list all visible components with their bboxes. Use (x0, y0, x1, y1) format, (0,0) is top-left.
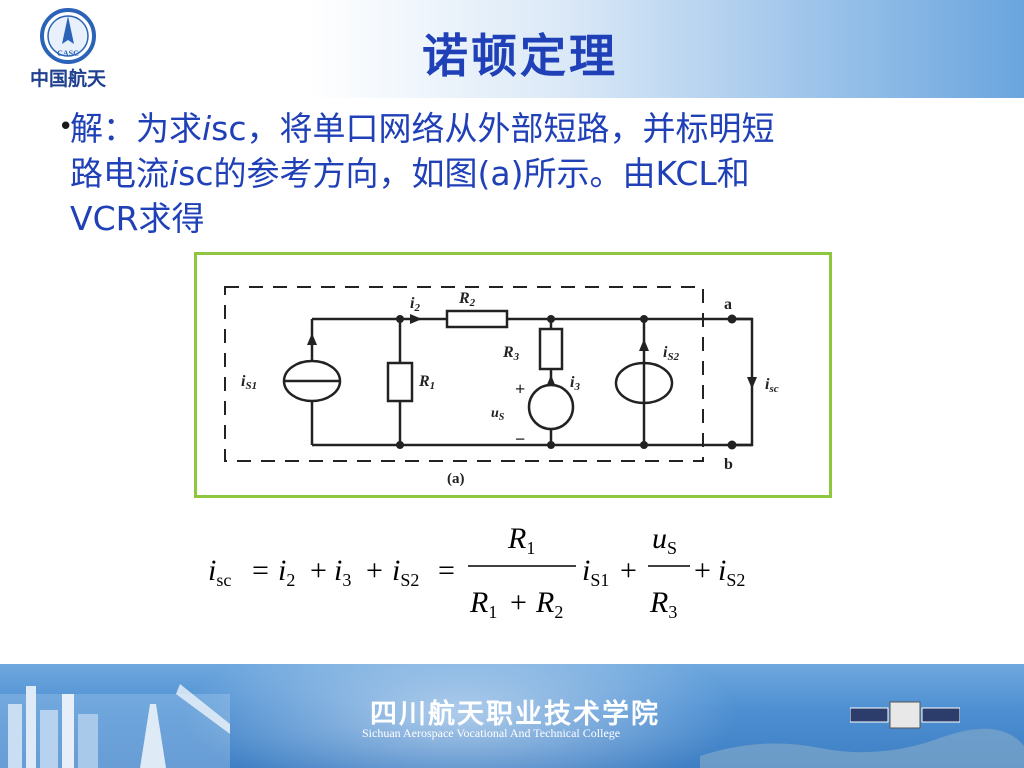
svg-text:=: = (438, 554, 455, 587)
body-line-2-italic: i (169, 154, 179, 193)
body-line-2-b: sc的参考方向，如图(a)所示。由KCL和 (178, 154, 750, 193)
network-boundary (224, 286, 704, 462)
svg-text:iS2: iS2 (663, 344, 680, 363)
svg-text:+: + (366, 554, 383, 587)
svg-text:uS: uS (491, 406, 505, 423)
svg-text:=: = (252, 554, 269, 587)
school-name-cn: 四川航天职业技术学院 (370, 699, 660, 730)
svg-text:uS: uS (652, 522, 677, 558)
svg-text:isc: isc (208, 554, 231, 590)
svg-text:+: + (620, 554, 637, 587)
great-wall-icon (700, 728, 1024, 768)
svg-text:isc: isc (765, 376, 779, 395)
label-is2-sub: S2 (667, 351, 679, 363)
svg-text:iS2: iS2 (718, 554, 745, 590)
slide-header: CASC 中国航天 诺顿定理 (0, 0, 1024, 98)
resistor-r1 (386, 361, 414, 403)
label-us-sub: S (499, 412, 505, 423)
body-line-2: 路电流isc的参考方向，如图(a)所示。由KCL和 (70, 151, 960, 196)
svg-text:R3: R3 (502, 344, 520, 363)
body-line-2-a: 路电流 (70, 154, 169, 193)
satellite-icon (850, 701, 960, 729)
label-minus: − (515, 429, 525, 449)
slide-title: 诺顿定理 (422, 29, 618, 83)
circuit-diagram: a b i2 R2 R3 i3 iS2 iS1 R1 uS + − isc (a… (224, 286, 779, 487)
label-i3-sub: 3 (573, 381, 580, 393)
svg-text:i3: i3 (334, 554, 351, 590)
label-i2-sub: 2 (413, 302, 420, 314)
label-r2: R (458, 290, 470, 307)
school-name-en: Sichuan Aerospace Vocational And Technic… (362, 726, 621, 740)
node-a-label: a (724, 296, 732, 313)
svg-text:R2: R2 (458, 290, 476, 309)
label-r1-sub: 1 (430, 380, 436, 392)
label-plus: + (515, 379, 525, 399)
slide-footer: 四川航天职业技术学院 Sichuan Aerospace Vocational … (0, 664, 1024, 768)
body-line-1-italic: i (202, 109, 212, 148)
svg-text:R2: R2 (535, 586, 563, 622)
bullet-dot: • (58, 112, 74, 142)
svg-text:+: + (510, 586, 527, 619)
svg-text:iS1: iS1 (241, 373, 257, 392)
resistor-r3 (538, 327, 564, 371)
logo-emblem-text: CASC (57, 49, 79, 58)
body-line-1: 解：为求isc，将单口网络从外部短路，并标明短 (70, 106, 960, 151)
label-i3: i (570, 374, 575, 391)
body-line-1-b: sc，将单口网络从外部短路，并标明短 (211, 109, 775, 148)
label-is1-sub: S1 (245, 380, 257, 392)
label-isc-sub: sc (768, 383, 778, 395)
terminal-a (727, 314, 737, 324)
casc-emblem-icon: CASC (40, 8, 96, 64)
casc-logo: CASC 中国航天 (22, 6, 114, 92)
voltage-source-us (527, 383, 575, 431)
terminal-b (727, 440, 737, 450)
circuit-figure: a b i2 R2 R3 i3 iS2 iS1 R1 uS + − isc (a… (194, 252, 832, 498)
short-circuit-wire (732, 317, 754, 447)
label-r2-sub: 2 (469, 297, 476, 309)
resistor-r2 (445, 309, 509, 329)
logo-text: 中国航天 (29, 68, 106, 90)
body-paragraph: 解：为求isc，将单口网络从外部短路，并标明短 路电流isc的参考方向，如图(a… (70, 106, 960, 241)
label-is2: i (663, 344, 668, 361)
svg-text:+: + (694, 554, 711, 587)
label-is1: i (241, 373, 246, 390)
label-r1: R (418, 373, 430, 390)
rocket-launch-icon (140, 704, 166, 768)
body-line-1-a: 解：为求 (70, 109, 202, 148)
svg-text:iS2: iS2 (392, 554, 419, 590)
isc-arrow-icon (747, 377, 757, 389)
svg-text:i2: i2 (278, 554, 295, 590)
label-r3: R (502, 344, 514, 361)
formula-svg: isc = i2 + i3 + iS2 = R1 R1 + R2 iS1 + u… (208, 522, 745, 622)
svg-text:i2: i2 (410, 295, 420, 314)
body-line-3: VCR求得 (70, 199, 205, 238)
label-i2: i (410, 295, 415, 312)
isc-formula: isc = i2 + i3 + iS2 = R1 R1 + R2 iS1 + u… (200, 508, 800, 628)
figure-caption: (a) (447, 471, 465, 487)
label-isc: i (765, 376, 770, 393)
label-us: u (491, 406, 499, 421)
node-b-label: b (724, 456, 733, 473)
label-r3-sub: 3 (513, 351, 520, 363)
svg-text:R3: R3 (649, 586, 677, 622)
svg-text:R1: R1 (469, 586, 497, 622)
svg-text:R1: R1 (507, 522, 535, 558)
svg-text:+: + (310, 554, 327, 587)
svg-text:iS1: iS1 (582, 554, 609, 590)
svg-text:i3: i3 (570, 374, 580, 393)
svg-text:R1: R1 (418, 373, 435, 392)
